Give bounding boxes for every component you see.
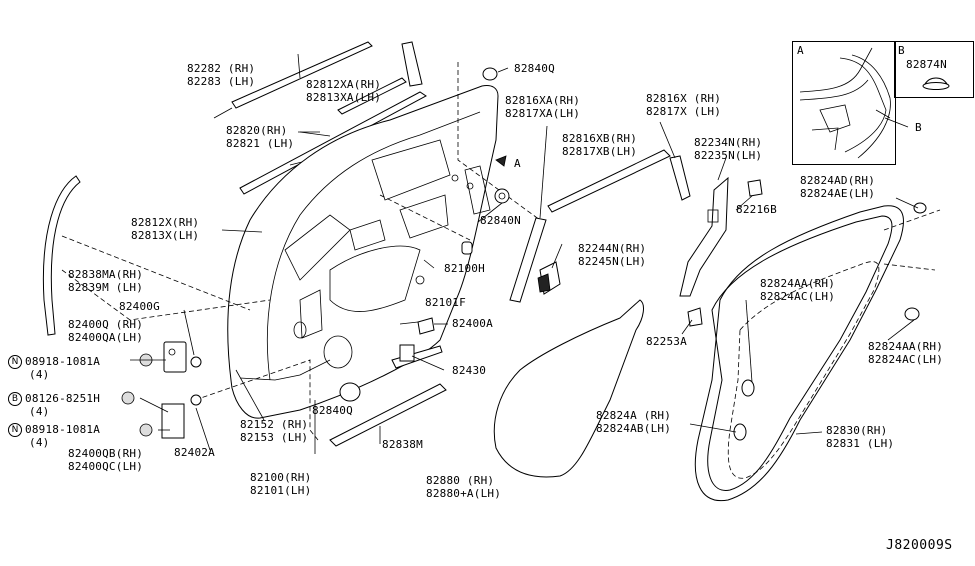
sash-trim-82816XB — [547, 149, 671, 213]
door-panel-82100 — [227, 85, 499, 419]
inset-b-part: 82874N — [906, 58, 947, 71]
arrow-a — [495, 155, 507, 167]
label-82830: 82830(RH)82831 (LH) — [826, 424, 895, 450]
belt-moulding-82282 — [213, 41, 373, 119]
label-08126-8251H: 08126-8251H(4) — [25, 392, 101, 418]
label-82400QB: 82400QB(RH)82400QC(LH) — [68, 447, 144, 473]
ref-line-3 — [457, 62, 541, 221]
arrow-a-label: A — [514, 157, 521, 170]
ref-line-2 — [61, 269, 271, 321]
inset-b-clip — [922, 77, 950, 90]
inset-b-frame — [894, 41, 974, 98]
label-82838M: 82838M — [382, 438, 423, 451]
label-82253A: 82253A — [646, 335, 687, 348]
label-82824AA-right: 82824AA(RH)82824AC(LH) — [868, 340, 944, 366]
label-82152: 82152 (RH)82153 (LH) — [240, 418, 309, 444]
weatherstrip-82830 — [694, 205, 904, 502]
seal-82838M — [329, 383, 447, 447]
label-82812XA: 82812XA(RH)82813XA(LH) — [306, 78, 382, 104]
bolt-82400A — [417, 317, 448, 335]
sash-moulding-82812XA — [337, 41, 423, 115]
label-82816XB: 82816XB(RH)82817XB(LH) — [562, 132, 638, 158]
grommet-82840Q-top — [482, 67, 498, 81]
clips-82824 — [733, 202, 941, 441]
check-link-82430 — [391, 344, 443, 369]
grommet-82840Q-bottom — [339, 382, 361, 402]
label-82430: 82430 — [452, 364, 487, 377]
label-82216B: 82216B — [736, 203, 777, 216]
label-82282: 82282 (RH)82283 (LH) — [187, 62, 256, 88]
glass-run-82838MA — [42, 175, 81, 336]
label-82402A: 82402A — [174, 446, 215, 459]
label-82234N: 82234N(RH)82235N(LH) — [694, 136, 763, 162]
label-82100: 82100(RH)82101(LH) — [250, 471, 312, 497]
label-82824AD: 82824AD(RH)82824AE(LH) — [800, 174, 876, 200]
grommet-82840N — [494, 188, 510, 204]
bolt-82216B — [747, 179, 763, 197]
ref-line-5 — [379, 194, 471, 241]
inset-a-letter: A — [797, 44, 804, 57]
label-82400G: 82400G — [119, 300, 160, 313]
label-82840Q-bottom: 82840Q — [312, 404, 353, 417]
nut-symbol-n1: N — [8, 355, 22, 369]
inset-a-vehicle-view — [799, 47, 909, 159]
label-82824AA-mid: 82824AA(RH)82824AC(LH) — [760, 277, 836, 303]
hinge-parts — [121, 341, 202, 439]
sash-trim-82816X — [669, 155, 691, 201]
bracket-82244N — [537, 261, 561, 295]
label-82840N: 82840N — [480, 214, 521, 227]
label-82880: 82880 (RH)82880+A(LH) — [426, 474, 502, 500]
bolt-symbol-b1: B — [8, 392, 22, 406]
label-82838MA: 82838MA(RH)82839M (LH) — [68, 268, 144, 294]
label-82816X: 82816X (RH)82817X (LH) — [646, 92, 722, 118]
clip-82253A — [687, 307, 703, 327]
label-82101F: 82101F — [425, 296, 466, 309]
inset-a-frame — [792, 41, 896, 165]
label-08918-1081A-2: 08918-1081A(4) — [25, 423, 101, 449]
ref-line-4 — [194, 359, 319, 441]
label-82400A: 82400A — [452, 317, 493, 330]
inset-b-letter: B — [898, 44, 905, 57]
label-82812X: 82812X(RH)82813X(LH) — [131, 216, 200, 242]
label-82820: 82820(RH)82821 (LH) — [226, 124, 295, 150]
diagram-code: J820009S — [886, 538, 953, 553]
leader-lines — [183, 53, 919, 454]
label-82816XA: 82816XA(RH)82817XA(LH) — [505, 94, 581, 120]
label-08918-1081A-1: 08918-1081A(4) — [25, 355, 101, 381]
plug-82100H — [461, 241, 473, 255]
label-82824A: 82824A (RH)82824AB(LH) — [596, 409, 672, 435]
inner-panel-82880 — [493, 299, 644, 478]
label-82840Q-top: 82840Q — [514, 62, 555, 75]
label-82244N: 82244N(RH)82245N(LH) — [578, 242, 647, 268]
label-82100H: 82100H — [444, 262, 485, 275]
sash-trim-82816XA — [509, 217, 547, 303]
ref-line-1 — [61, 235, 251, 311]
inset-a-callout: B — [915, 121, 922, 134]
label-82400Q: 82400Q (RH)82400QA(LH) — [68, 318, 144, 344]
sash-bracket-82234N — [679, 176, 729, 297]
nut-symbol-n2: N — [8, 423, 22, 437]
